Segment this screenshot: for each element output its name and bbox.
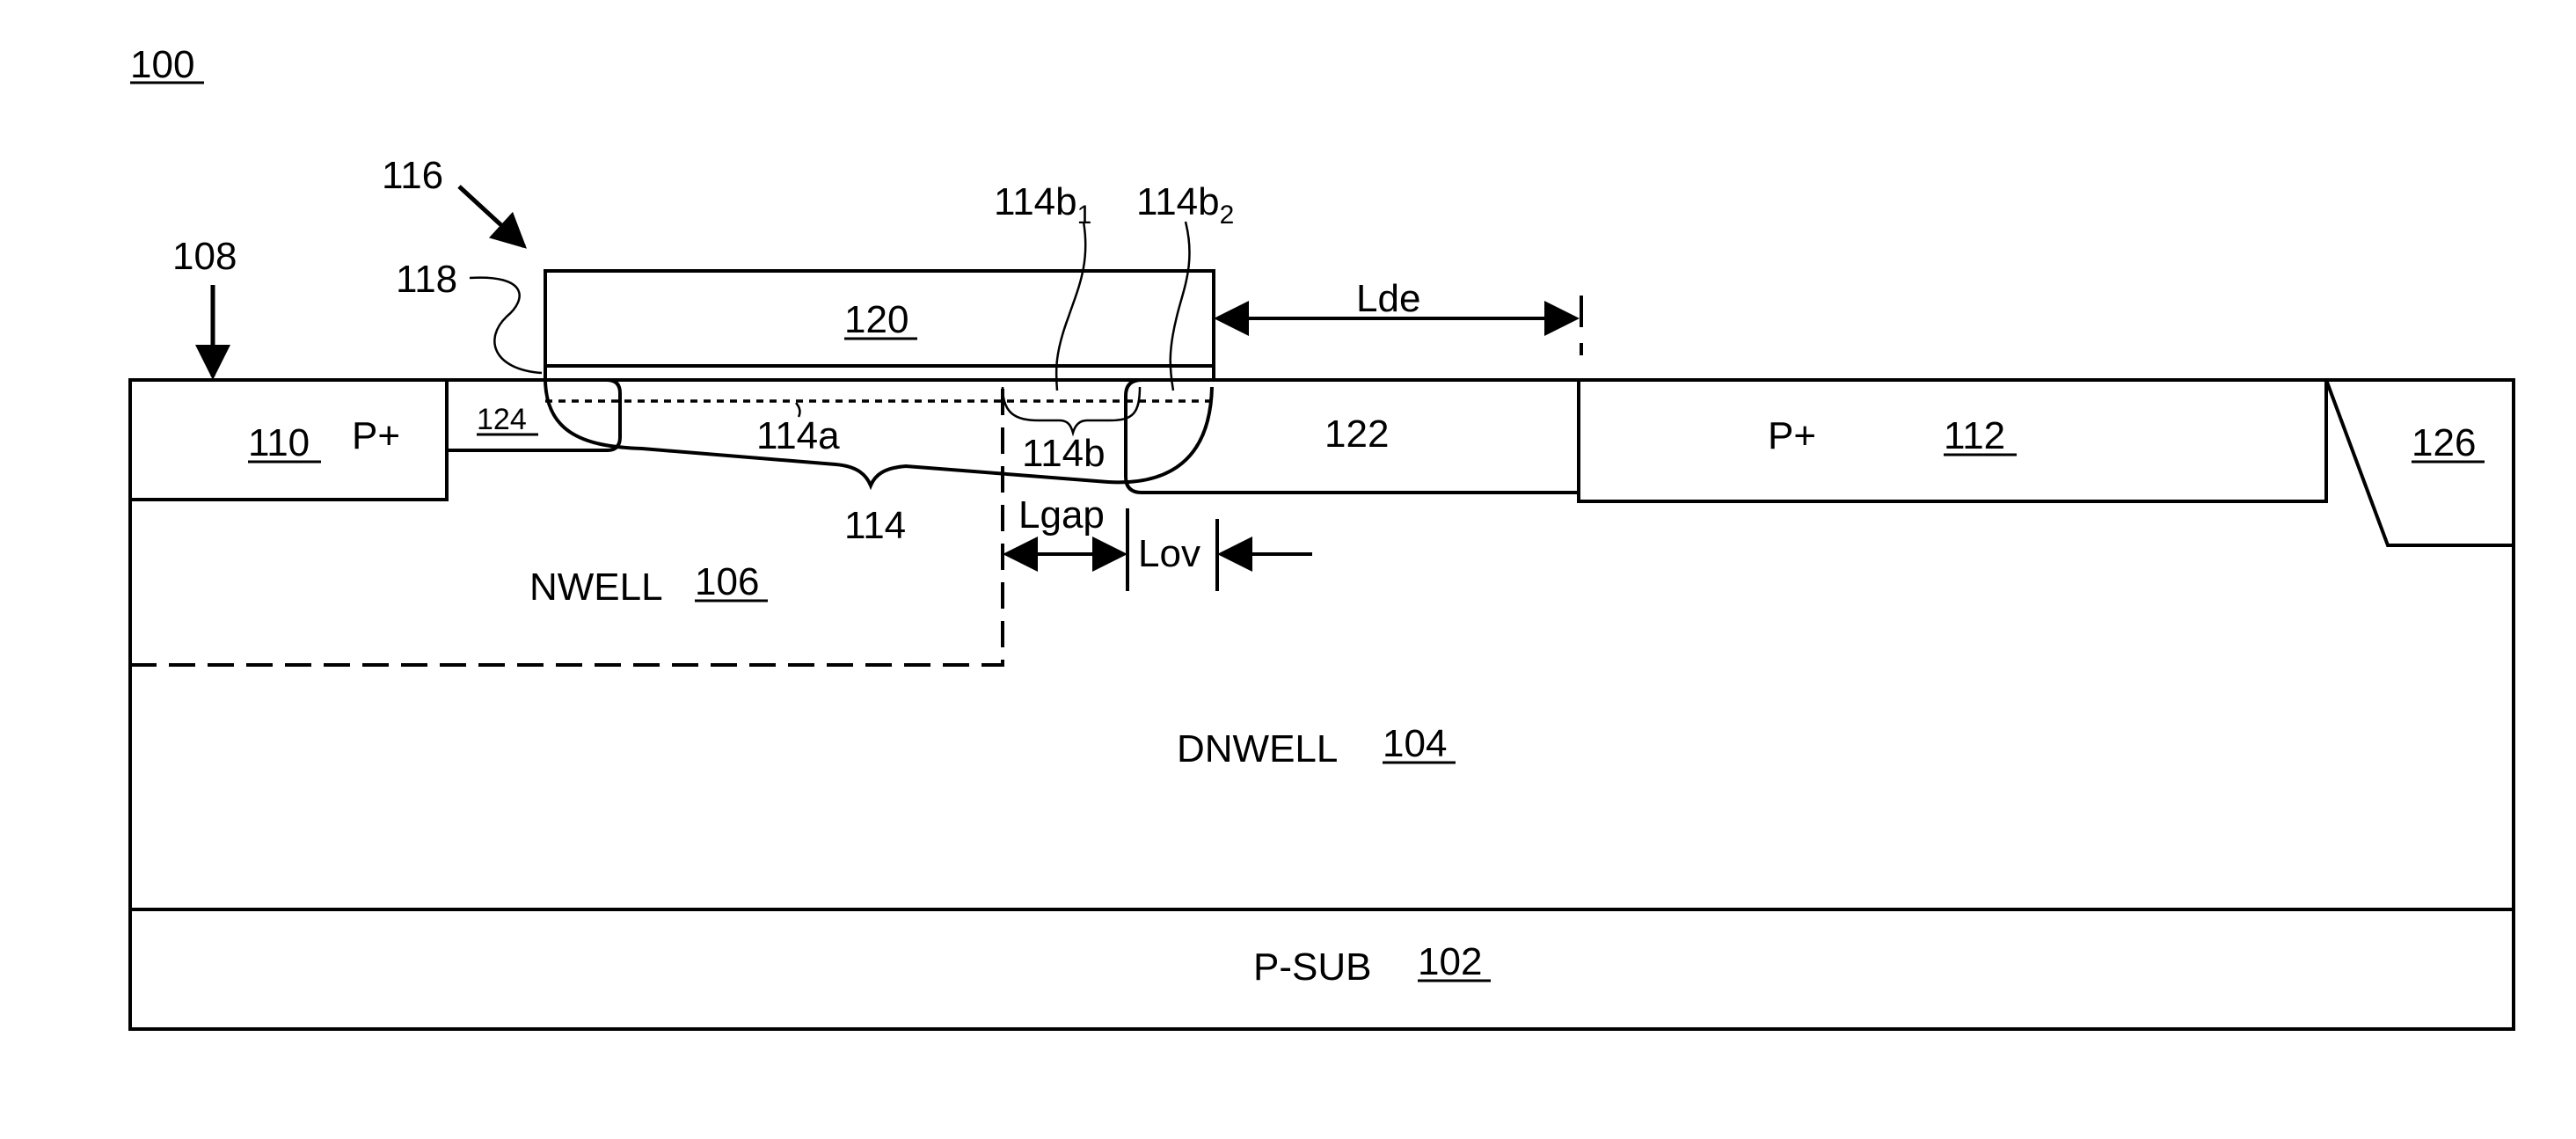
isolation-label: 126 bbox=[2412, 421, 2485, 464]
device-outline bbox=[130, 380, 2514, 1029]
gate-ref: 120 bbox=[844, 298, 909, 341]
gate-label: 120 bbox=[844, 298, 917, 341]
psub-ref: 102 bbox=[1418, 940, 1482, 983]
source-p-ref: 110 bbox=[248, 421, 310, 464]
svg-text:114b1: 114b1 bbox=[994, 180, 1091, 230]
nwell-ref: 106 bbox=[695, 560, 759, 603]
drain-p-label: P+ 112 bbox=[1768, 414, 2017, 457]
nwell-name: NWELL bbox=[529, 566, 663, 609]
figure-ref-label: 100 bbox=[130, 43, 204, 86]
gate-dielectric-leader bbox=[470, 278, 542, 373]
isolation-ref: 126 bbox=[2412, 421, 2476, 464]
gate-dielectric-ref: 118 bbox=[396, 258, 457, 301]
dnwell-ref: 104 bbox=[1383, 722, 1447, 765]
channel-b2-ref: 114b bbox=[1136, 180, 1220, 223]
source-p-type: P+ bbox=[352, 414, 400, 457]
drain-p-ref: 112 bbox=[1944, 414, 2005, 457]
dnwell-label: DNWELL 104 bbox=[1177, 722, 1456, 770]
psub-label: P-SUB 102 bbox=[1253, 940, 1491, 989]
surface-ref: 108 bbox=[172, 235, 237, 278]
gate-dielectric bbox=[545, 366, 1214, 380]
channel-brace bbox=[545, 374, 1212, 486]
channel-b1-ref: 114b bbox=[994, 180, 1077, 223]
channel-ref: 114 bbox=[844, 504, 906, 547]
channel-b-brace bbox=[1003, 387, 1140, 433]
dnwell-name: DNWELL bbox=[1177, 727, 1338, 770]
ldd-ref: 124 bbox=[477, 403, 527, 436]
nwell-label: NWELL 106 bbox=[529, 560, 768, 609]
figure-ref-text: 100 bbox=[130, 43, 194, 86]
drift-ref: 122 bbox=[1324, 413, 1389, 456]
channel-a-ref: 114a bbox=[756, 414, 840, 457]
channel-b-ref: 114b bbox=[1022, 432, 1106, 475]
drain-p-type: P+ bbox=[1768, 414, 1816, 457]
gate-stack-arrow bbox=[459, 186, 524, 246]
ldd-label: 124 bbox=[477, 403, 538, 436]
ldd-region bbox=[447, 380, 620, 450]
channel-b1-label: 114b1 bbox=[994, 180, 1091, 230]
psub-name: P-SUB bbox=[1253, 946, 1371, 989]
lde-label: Lde bbox=[1356, 277, 1420, 320]
lgap-label: Lgap bbox=[1018, 493, 1105, 537]
gate-stack-ref: 116 bbox=[382, 154, 443, 197]
source-p-label: 110 P+ bbox=[248, 414, 400, 464]
channel-b2-sub: 2 bbox=[1220, 201, 1235, 230]
lov-label: Lov bbox=[1138, 532, 1200, 575]
